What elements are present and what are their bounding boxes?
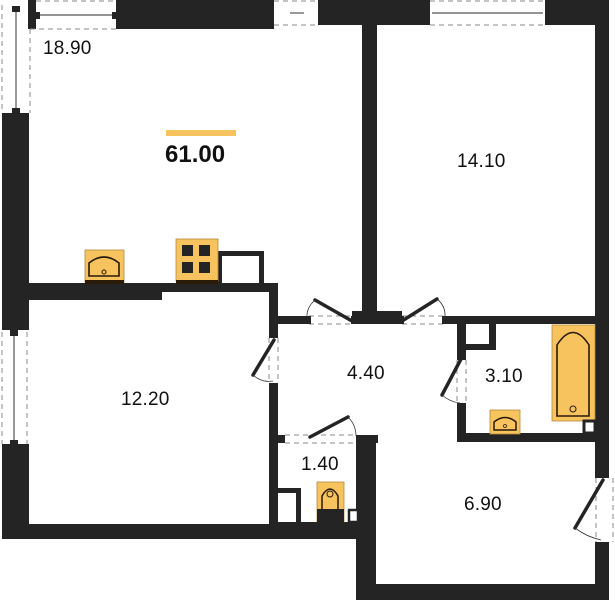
bathroom-sink-icon: [489, 409, 521, 435]
total-area: 61.00: [165, 141, 226, 168]
wall-toilet-right-cap: [356, 435, 378, 443]
toilet-icon: [316, 481, 360, 524]
wall-right: [595, 0, 609, 478]
wall-bath-left-top: [457, 320, 466, 360]
room-area-entrance-hall: 6.90: [464, 494, 502, 515]
toilet-shaft-right: [296, 488, 301, 524]
stove-icon: [175, 238, 219, 284]
room-area-bedroom: 14.10: [457, 151, 506, 172]
room-area-hallway: 4.40: [347, 363, 385, 384]
wall-top-middle: [116, 0, 274, 29]
wall-bath-bottom: [457, 433, 605, 442]
bath-shaft-bottom: [457, 344, 496, 350]
wall-room-right-top: [269, 283, 278, 338]
wall-hall-top-right: [444, 316, 604, 324]
counter-box-right: [259, 251, 264, 287]
wall-bottom-right: [360, 584, 609, 600]
wall-bottom-left: [2, 524, 374, 539]
wall-bedroom-left: [362, 22, 377, 312]
wall-hall-top-mid: [352, 311, 402, 324]
wall-hall-top-left: [269, 316, 309, 324]
toilet-shaft: [275, 488, 301, 493]
room-area-bathroom: 3.10: [485, 366, 523, 387]
kitchen-sink-icon: [84, 249, 125, 284]
wall-bath-left-bottom: [457, 403, 466, 441]
bathtub-icon: [551, 324, 597, 435]
wall-top-center: [318, 0, 430, 25]
wall-toilet-top-left: [269, 435, 285, 443]
counter-box-top: [218, 251, 264, 256]
total-area-accent-bar: [166, 130, 236, 136]
wall-kitchen-bottom-thin: [160, 283, 277, 292]
room-area-toilet: 1.40: [301, 454, 339, 475]
room-area-kitchen-living: 18.90: [43, 38, 92, 59]
wall-toilet-right: [356, 435, 376, 600]
room-area-room: 12.20: [121, 389, 170, 410]
counter-box-left: [218, 251, 222, 287]
wall-kitchen-bottom: [2, 283, 162, 300]
wall-room-right-bottom: [269, 383, 278, 538]
wall-left-lower: [2, 444, 29, 538]
wall-top-left-corner: [28, 0, 36, 29]
bath-shaft-right: [489, 320, 496, 350]
